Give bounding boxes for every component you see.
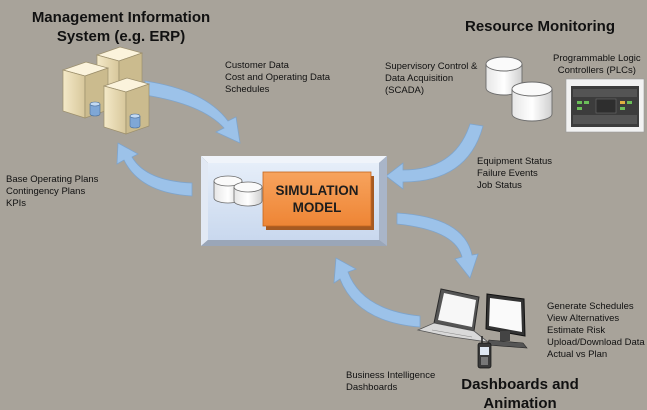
server-icon xyxy=(61,46,151,135)
model-to-dashboards-arrow xyxy=(396,212,479,279)
model-to-dashboards-flow-label: Generate Schedules View Alternatives Est… xyxy=(547,301,645,360)
dashboards-to-model-arrow xyxy=(333,257,421,328)
database-icon xyxy=(213,175,263,207)
database-icon xyxy=(485,56,553,122)
phone-icon xyxy=(477,336,492,369)
plc-icon xyxy=(565,78,645,133)
resource-monitoring-title: Resource Monitoring xyxy=(465,18,616,35)
dashboards-title: Dashboards and Animation xyxy=(461,376,579,410)
resource-to-model-flow-label: Equipment Status Failure Events Job Stat… xyxy=(477,156,552,191)
erp-to-model-arrow xyxy=(144,80,241,144)
mis-title: Management Information System (e.g. ERP) xyxy=(31,9,211,45)
dashboards-to-model-flow-label: Business Intelligence Dashboards xyxy=(346,370,436,393)
plc-label: Programmable Logic Controllers (PLCs) xyxy=(553,53,641,76)
resource-to-model-arrow xyxy=(385,123,484,190)
model-to-erp-flow-label: Base Operating Plans Contingency Plans K… xyxy=(6,174,99,209)
scada-flow-label: Supervisory Control & Data Acquisition (… xyxy=(385,61,478,96)
erp-to-model-flow-label: Customer Data Cost and Operating Data Sc… xyxy=(225,60,331,95)
simulation-model-box xyxy=(262,171,374,230)
monitor-icon xyxy=(485,293,528,349)
simulation-model-label: SIMULATION MODEL xyxy=(275,183,359,215)
model-to-erp-arrow xyxy=(116,142,193,197)
laptop-icon xyxy=(416,288,490,343)
